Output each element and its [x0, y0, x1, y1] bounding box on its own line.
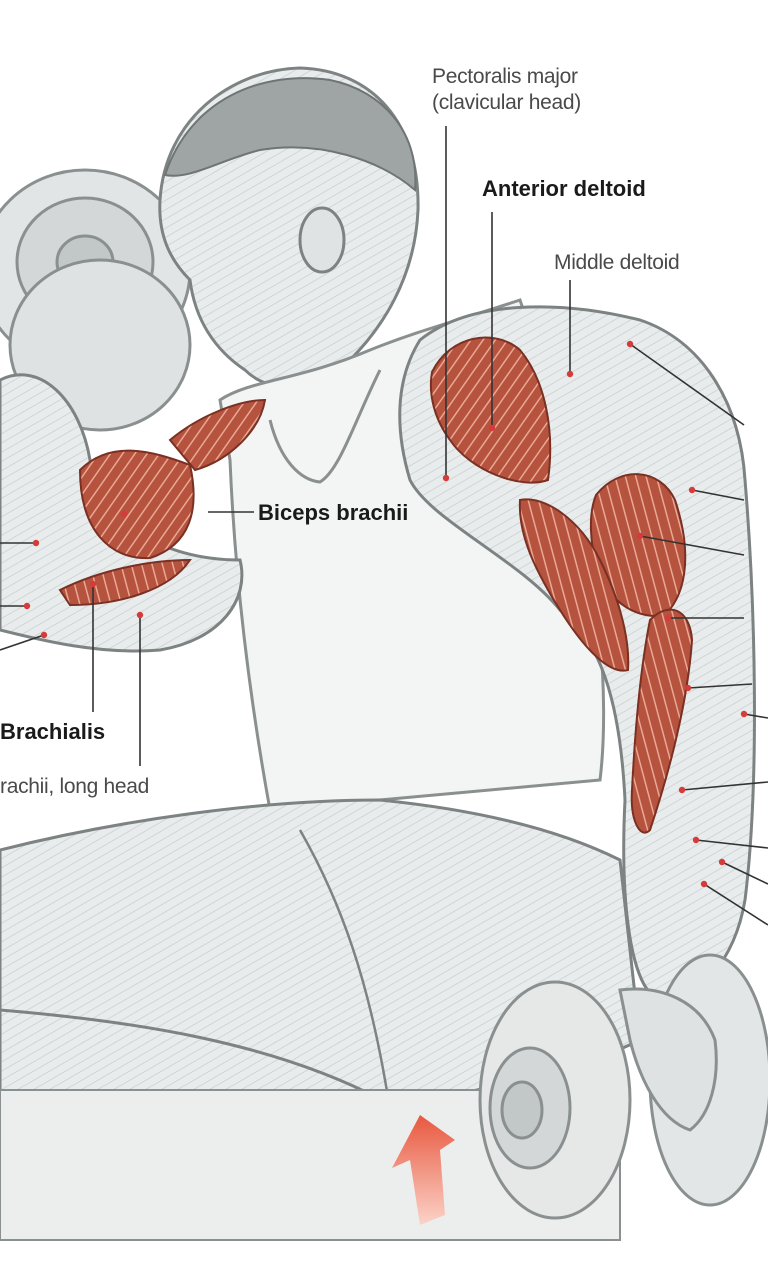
label-triceps-long-head: rachii, long head — [0, 775, 150, 798]
legs — [0, 798, 642, 1241]
label-pectoralis-major-line1: Pectoralis major — [432, 65, 578, 88]
head — [158, 66, 420, 390]
right-arm — [398, 305, 756, 1002]
label-pectoralis-major: Pectoralis major (clavicular head) — [432, 64, 581, 116]
label-brachialis: Brachialis — [0, 719, 106, 744]
label-anterior-deltoid: Anterior deltoid — [482, 176, 646, 201]
direction-arrow — [392, 1115, 455, 1225]
label-pectoralis-major-line2: (clavicular head) — [432, 91, 581, 114]
label-middle-deltoid: Middle deltoid — [554, 251, 680, 274]
left-arm — [0, 373, 267, 653]
pointer-dots — [23, 340, 748, 888]
leader-lines — [0, 126, 768, 926]
label-biceps-brachii: Biceps brachii — [258, 500, 409, 525]
lower-dumbbell — [478, 953, 768, 1220]
